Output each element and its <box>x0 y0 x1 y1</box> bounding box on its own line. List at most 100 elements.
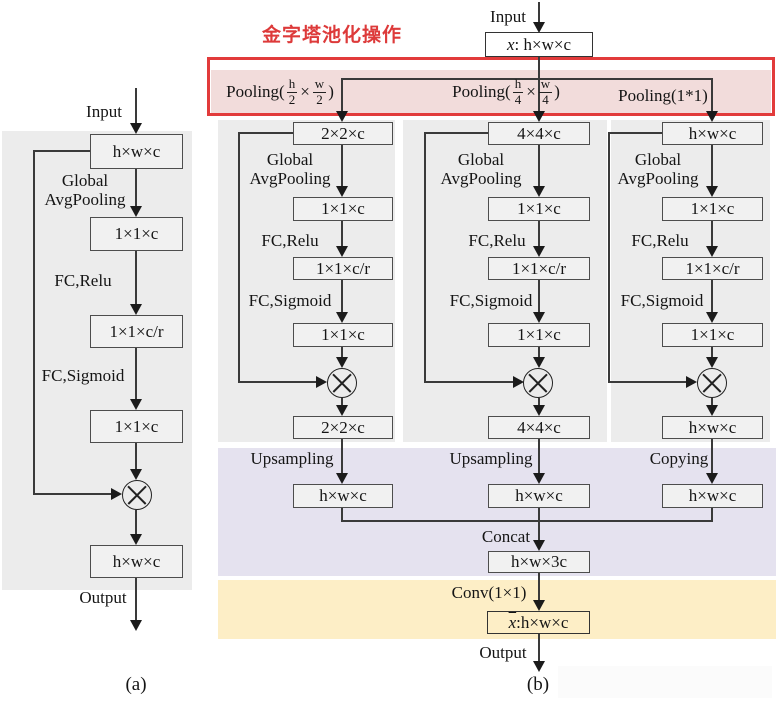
a-fc-relu-label: FC,Relu <box>54 271 112 290</box>
c3-pool-box: h×w×c <box>662 122 763 145</box>
c3-fc-sigmoid-label: FC,Sigmoid <box>620 291 704 310</box>
c1-line-4 <box>341 347 343 357</box>
a-input-line <box>135 88 137 123</box>
c3-skip-bottom <box>608 381 686 383</box>
c3-arrowhead-6 <box>706 473 718 484</box>
a-arrowhead-3 <box>130 399 142 410</box>
concat-box: h×w×3c <box>488 551 590 573</box>
c2-global-avgpooling-label: Global AvgPooling <box>423 150 539 188</box>
c2-squeeze-box: 1×1×c <box>488 197 590 221</box>
a-gap-line1: Global <box>61 171 109 190</box>
c3-line-6 <box>711 439 713 473</box>
result-box-var: x <box>508 612 517 632</box>
a-arrowhead-2 <box>130 304 142 315</box>
c3-line-1 <box>711 145 713 186</box>
b-branch3-arrowhead <box>706 111 718 122</box>
c3-excite-box: 1×1×c <box>662 323 763 347</box>
a-output-arrowhead <box>130 620 142 631</box>
c1-excite-box: 1×1×c <box>293 323 393 347</box>
pool1-f1num: h <box>286 76 298 93</box>
a-line-3 <box>135 348 137 399</box>
c2-arrowhead-2 <box>533 246 545 257</box>
a-gap-line2: AvgPooling <box>44 190 126 210</box>
column2-panel <box>403 120 607 442</box>
c1-arrowhead-2 <box>336 246 348 257</box>
a-fc-sigmoid-label: FC,Sigmoid <box>41 366 125 385</box>
c1-squeeze-box: 1×1×c <box>293 197 393 221</box>
a-out-box: h×w×c <box>90 545 183 578</box>
a-skip-line-top <box>33 150 90 152</box>
c2-line-6 <box>538 439 540 473</box>
c1-skip-vertical <box>238 132 240 382</box>
c3-arrowhead-5 <box>706 405 718 416</box>
column1-panel <box>218 120 395 442</box>
pool2-f2num: w <box>538 76 553 93</box>
c2-arrowhead-6 <box>533 473 545 484</box>
c2-arrowhead-1 <box>533 186 545 197</box>
pool1-f2num: w <box>312 76 327 93</box>
c2-pool-box: 4×4×c <box>488 122 590 145</box>
b-output-arrowhead <box>533 661 545 672</box>
c3-gap-line2: AvgPooling <box>617 169 699 189</box>
b-caption: (b) <box>526 674 550 695</box>
pyramid-title: 金字塔池化操作 <box>262 25 403 46</box>
column3-panel <box>611 120 770 442</box>
b-output-line <box>538 634 540 661</box>
c2-arrowhead-4 <box>533 357 545 368</box>
c2-arrowhead-3 <box>533 312 545 323</box>
a-global-avgpooling-label: Global AvgPooling <box>22 171 148 209</box>
c3-arrowhead-2 <box>706 246 718 257</box>
a-line-2 <box>135 251 137 304</box>
a-skip-line-bottom <box>33 493 111 495</box>
pooling-label-global: Pooling(1*1) <box>618 86 708 105</box>
a-input-label: Input <box>86 102 122 121</box>
c3-line-2 <box>711 221 713 246</box>
c3-scaled-box: h×w×c <box>662 416 763 439</box>
b-input-box-var: x <box>506 34 515 54</box>
c2-line-5 <box>538 398 540 405</box>
background-artifact <box>558 666 772 698</box>
c1-pool-box: 2×2×c <box>293 122 393 145</box>
c1-multiply-node <box>327 368 357 398</box>
c3-reduce-box: 1×1×c/r <box>662 257 763 280</box>
c3-line-4 <box>711 347 713 357</box>
pool1-times: × <box>300 82 310 102</box>
c3-line-5 <box>711 398 713 405</box>
b-branch2-arrowhead <box>533 111 545 122</box>
c2-restored-box: h×w×c <box>488 484 590 508</box>
a-arrowhead-4 <box>130 469 142 480</box>
c2-arrowhead-5 <box>533 405 545 416</box>
c3-arrowhead-3 <box>706 312 718 323</box>
c1-merge-line <box>341 508 343 522</box>
c2-skip-vertical <box>424 132 426 382</box>
c2-line-3 <box>538 280 540 312</box>
c2-multiply-node <box>523 368 553 398</box>
a-output-label: Output <box>79 588 127 607</box>
a-input-arrowhead <box>130 123 142 134</box>
c1-gap-line1: Global <box>266 150 314 169</box>
c1-line-6 <box>341 439 343 473</box>
a-squeeze-box: 1×1×c <box>90 217 183 251</box>
a-reduce-box: 1×1×c/r <box>90 315 183 348</box>
b-output-label: Output <box>479 643 527 662</box>
c3-merge-line <box>711 508 713 522</box>
pool2-f1num: h <box>512 76 524 93</box>
c1-skip-bottom <box>238 381 316 383</box>
c1-scaled-box: 2×2×c <box>293 416 393 439</box>
a-arrowhead-1 <box>130 206 142 217</box>
c3-fc-relu-label: FC,Relu <box>631 231 689 250</box>
c2-line-1 <box>538 145 540 186</box>
pool2-prefix: Pooling( <box>452 82 511 102</box>
c2-skip-arrowhead <box>513 376 524 388</box>
b-stem-line <box>538 57 540 111</box>
c3-multiply-node <box>697 368 727 398</box>
a-multiply-node <box>122 480 152 510</box>
pool2-f2den: 4 <box>542 91 549 107</box>
a-caption: (a) <box>125 674 147 695</box>
c1-line-2 <box>341 221 343 246</box>
pyramid-pooling-fill <box>211 70 771 113</box>
